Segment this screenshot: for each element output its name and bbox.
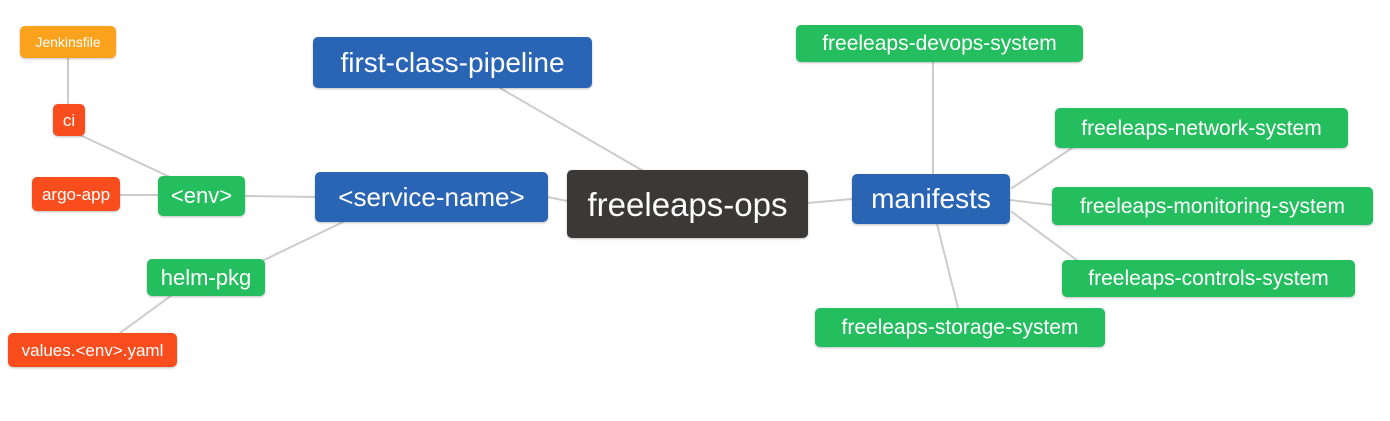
node-argo-app[interactable]: argo-app [32, 177, 120, 211]
node-freeleaps-monitoring-system[interactable]: freeleaps-monitoring-system [1052, 187, 1373, 225]
node-freeleaps-controls-system[interactable]: freeleaps-controls-system [1062, 260, 1355, 297]
node-freeleaps-ops[interactable]: freeleaps-ops [567, 170, 808, 238]
node-freeleaps-devops-system[interactable]: freeleaps-devops-system [796, 25, 1083, 62]
node-jenkinsfile[interactable]: Jenkinsfile [20, 26, 116, 58]
node-ci[interactable]: ci [53, 104, 85, 136]
node-freeleaps-storage-system[interactable]: freeleaps-storage-system [815, 308, 1105, 347]
node-freeleaps-network-system[interactable]: freeleaps-network-system [1055, 108, 1348, 148]
node-first-class-pipeline[interactable]: first-class-pipeline [313, 37, 592, 88]
node-env[interactable]: <env> [158, 176, 245, 216]
node-service-name[interactable]: <service-name> [315, 172, 548, 222]
node-values-env-yaml[interactable]: values.<env>.yaml [8, 333, 177, 367]
node-manifests[interactable]: manifests [852, 174, 1010, 224]
node-helm-pkg[interactable]: helm-pkg [147, 259, 265, 296]
